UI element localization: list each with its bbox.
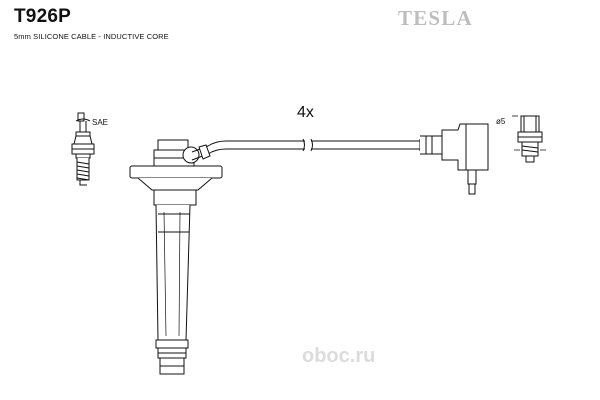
- spark-plug-boot: [129, 139, 223, 375]
- part-number-title: T926P: [14, 6, 71, 27]
- ignition-cable: [191, 138, 420, 161]
- spark-plug-label: SAE: [92, 118, 108, 127]
- brand-logo: TESLA: [398, 6, 473, 30]
- watermark: oboc.ru: [302, 345, 375, 367]
- quantity-label: 4x: [297, 104, 314, 121]
- coil-boot: [419, 123, 489, 195]
- spark-plug-icon: [71, 112, 95, 186]
- cable-description: 5mm SILICONE CABLE - INDUCTIVE CORE: [14, 32, 169, 41]
- terminal-detail-icon: [512, 115, 546, 163]
- terminal-label: ø5: [496, 117, 506, 126]
